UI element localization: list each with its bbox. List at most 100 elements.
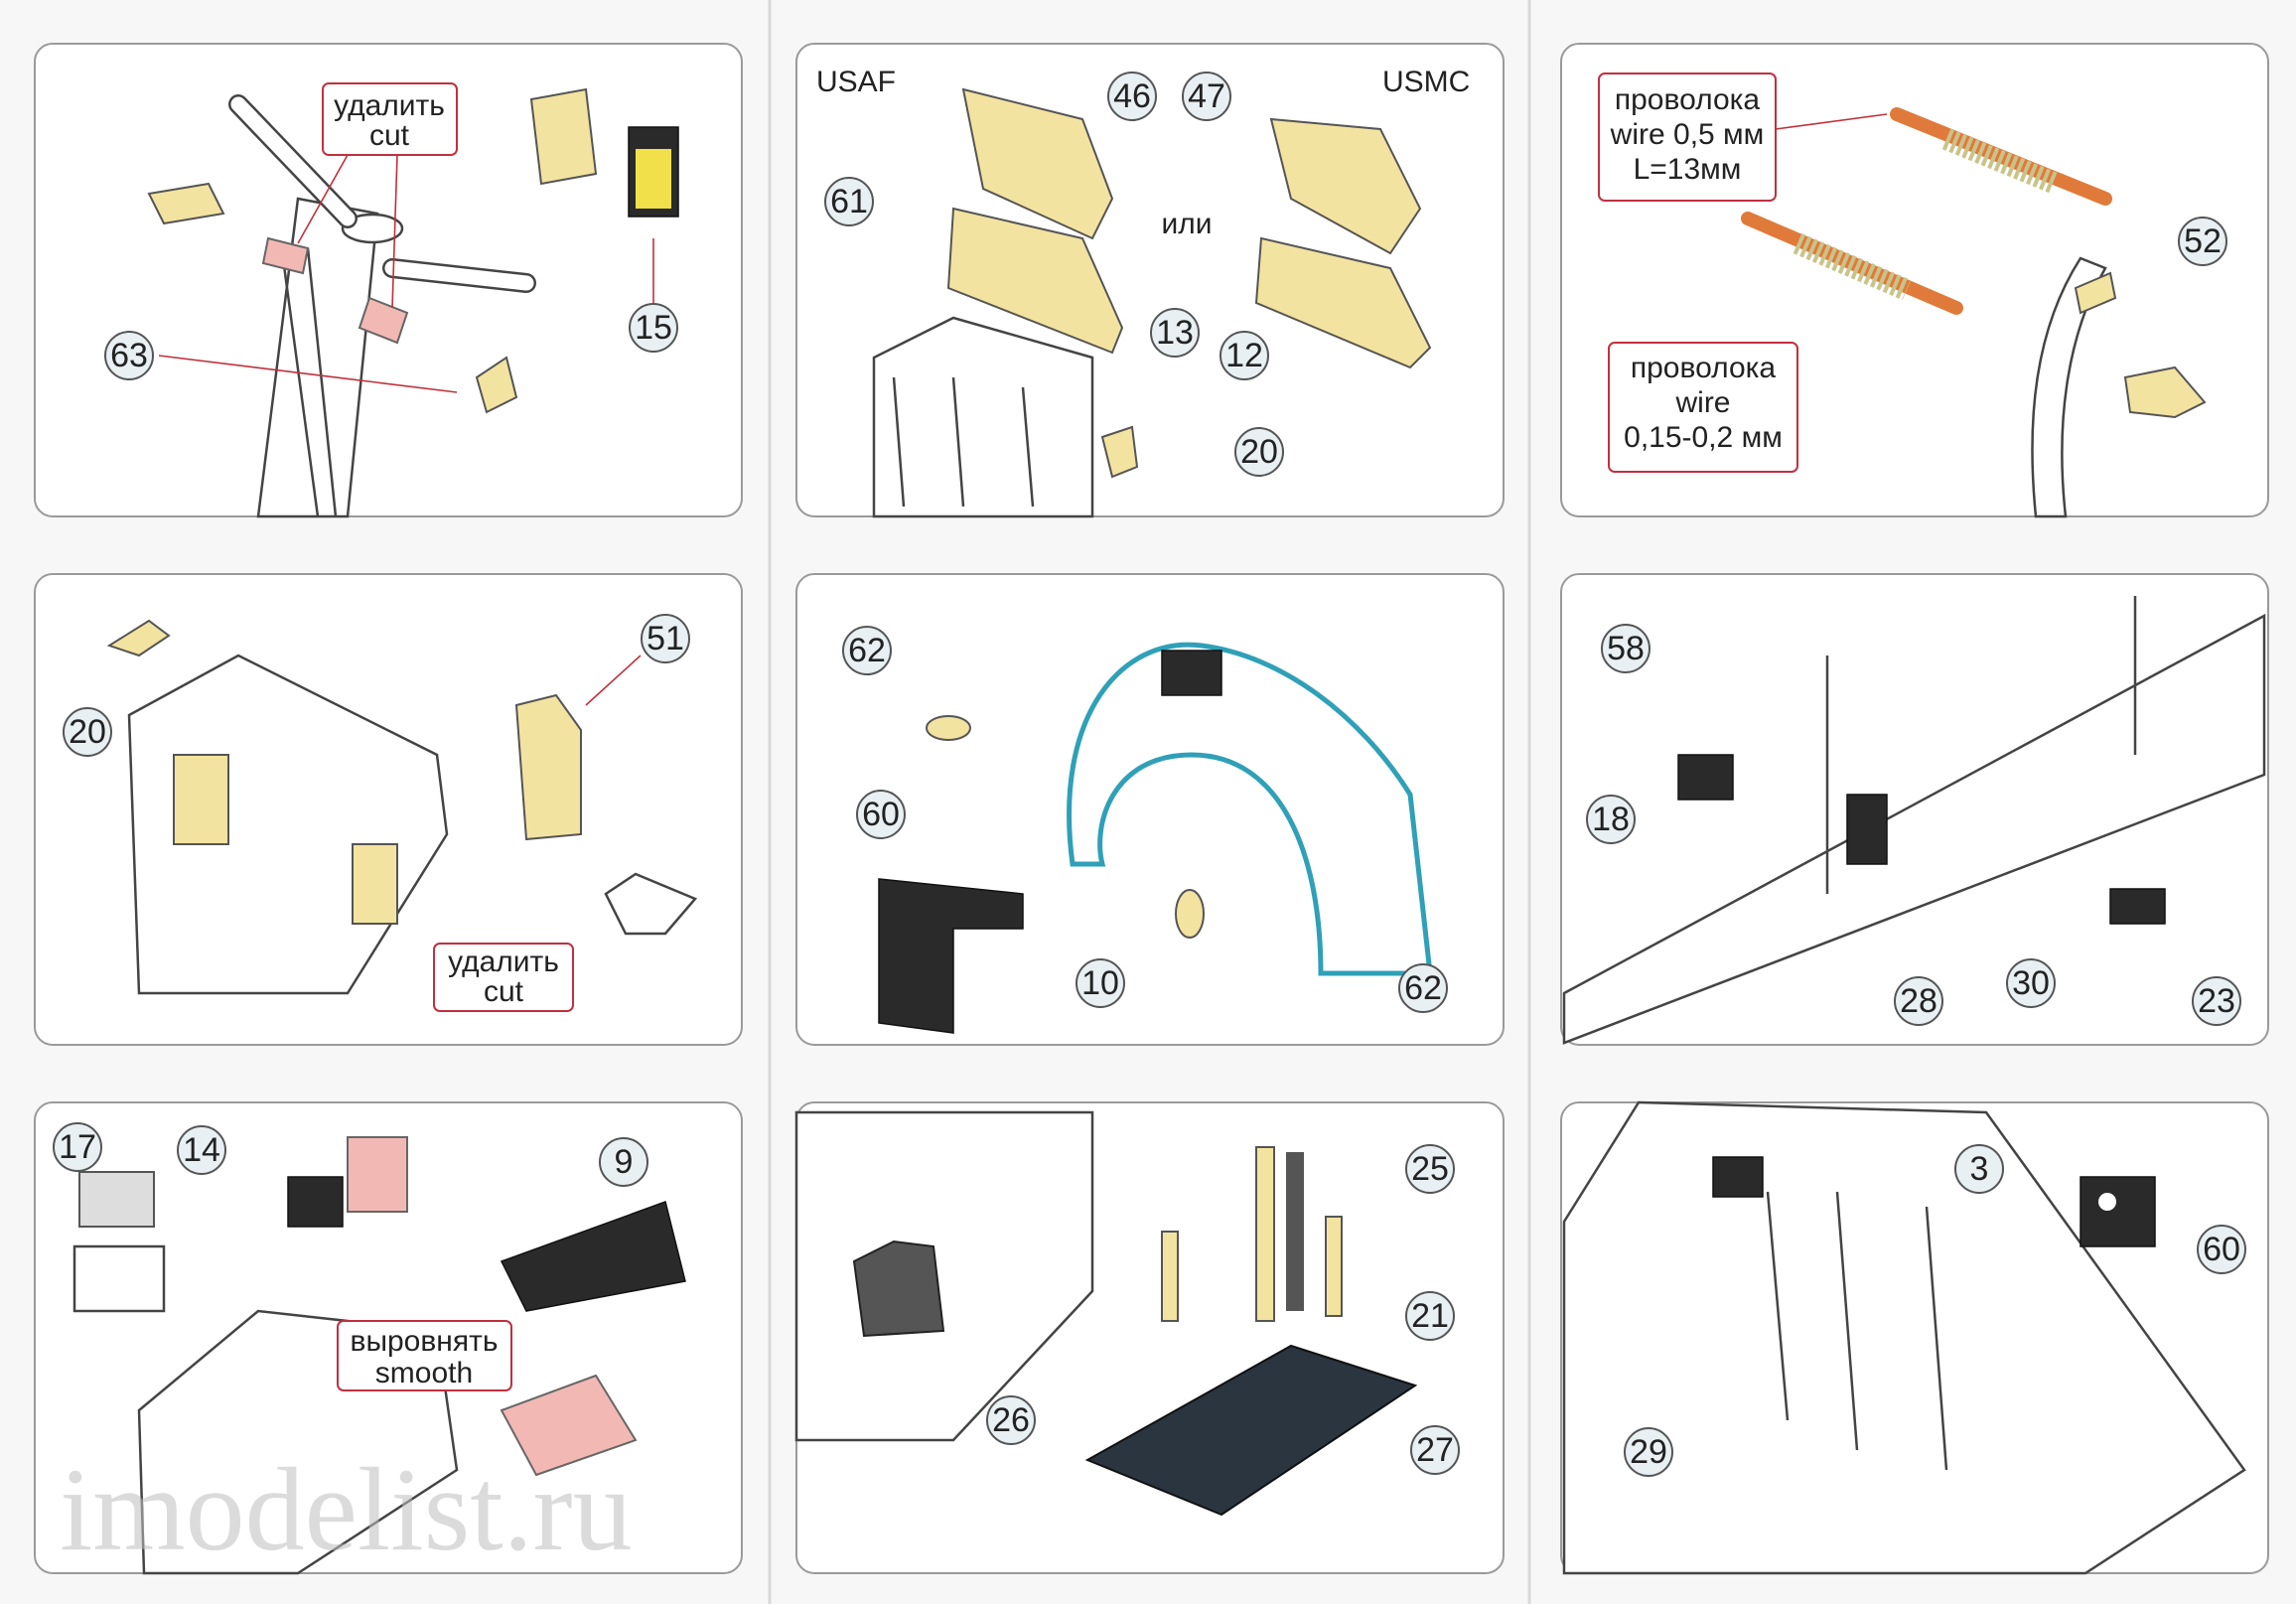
wire2-line3: 0,15-0,2 мм [1624, 421, 1783, 454]
panel-5: 62 60 10 62 [795, 573, 1505, 1046]
badge-10 [1076, 958, 1125, 1008]
part-12 [1254, 236, 1432, 369]
panel-28 [1846, 794, 1888, 865]
panel-29-decal [1712, 1156, 1764, 1198]
canopy-bow [2031, 256, 2107, 518]
num-18: 18 [1592, 801, 1630, 838]
panel-8: 25 21 26 27 [794, 1101, 1505, 1574]
lever-part [604, 872, 698, 936]
wire-coil-1 [1941, 128, 2061, 195]
panel-3: проволока wire 0,5 мм L=13мм проволока w… [1560, 43, 2269, 518]
canopy-frame [1067, 642, 1433, 976]
part-26-a [1161, 1231, 1179, 1322]
part-14 [287, 1176, 344, 1228]
badge-12 [1220, 331, 1269, 380]
part-17 [78, 1171, 155, 1228]
badge-28 [1894, 976, 1943, 1026]
watermark: imodelist.ru [60, 1443, 633, 1575]
badge-62a [842, 626, 892, 675]
part-20 [106, 619, 171, 657]
num-3: 3 [1970, 1150, 1989, 1188]
wire2-line1: проволока [1631, 352, 1777, 384]
cut-area-1 [261, 236, 310, 275]
panel-insert-1 [173, 754, 229, 845]
num-60b: 60 [2203, 1231, 2240, 1268]
num-23: 23 [2198, 982, 2235, 1020]
num-47: 47 [1188, 77, 1225, 115]
part-13 [946, 207, 1124, 355]
part-47 [1269, 117, 1422, 255]
instrument-panel-10 [878, 878, 1024, 1034]
num-28: 28 [1900, 982, 1937, 1020]
num-10: 10 [1081, 964, 1119, 1002]
num-21: 21 [1411, 1297, 1449, 1335]
badge-27 [1410, 1425, 1460, 1475]
panel-2: USAF USMC или 61 46 47 13 12 20 [795, 43, 1505, 518]
cut-area-2 [358, 296, 409, 345]
smooth-callout [337, 1320, 512, 1391]
box-unit [72, 1244, 166, 1313]
num-13: 13 [1156, 314, 1194, 352]
throttle-quadrant [852, 1239, 945, 1338]
badge-62b [1398, 963, 1448, 1013]
part-9 [500, 1201, 686, 1312]
part-27-plate [1084, 1344, 1418, 1517]
header-usaf: USAF [816, 66, 896, 98]
cut-callout-2 [433, 943, 574, 1012]
num-46: 46 [1113, 77, 1151, 115]
wire2-line2: wire [1674, 386, 1730, 419]
panel-18 [1677, 754, 1734, 801]
num-62b: 62 [1404, 969, 1442, 1007]
part-20-clip [1100, 425, 1139, 479]
panel-4: удалить cut 20 51 [34, 573, 743, 1046]
num-30: 30 [2012, 964, 2050, 1002]
part-63-a [147, 182, 225, 225]
badge-47 [1182, 72, 1231, 121]
badge-61 [824, 177, 874, 226]
badge-58 [1601, 624, 1650, 673]
num-26: 26 [992, 1401, 1030, 1439]
badge-23 [2192, 976, 2241, 1026]
panel-6: 58 18 28 30 23 [1560, 573, 2269, 1046]
num-9: 9 [615, 1143, 634, 1181]
num-61: 61 [830, 183, 868, 220]
wire1-line1: проволока [1615, 83, 1761, 116]
badge-26 [986, 1395, 1036, 1445]
num-27: 27 [1416, 1431, 1454, 1469]
badge-17 [53, 1122, 102, 1172]
part-52-small [2074, 271, 2117, 315]
num-14: 14 [183, 1131, 220, 1169]
badge-15 [629, 303, 678, 353]
badge-20b [63, 707, 112, 757]
part-46 [961, 87, 1114, 240]
console-body [872, 316, 1094, 518]
num-60: 60 [862, 796, 900, 833]
cockpit-wall [1562, 1100, 2246, 1575]
badge-30 [2006, 958, 2056, 1008]
panel-decal-top [1161, 650, 1222, 696]
num-15: 15 [635, 309, 672, 347]
wire1-line2: wire 0,5 мм [1610, 118, 1765, 151]
panel-9: 3 60 29 [1560, 1100, 2269, 1575]
badge-14 [177, 1125, 226, 1175]
header-usmc: USMC [1382, 66, 1470, 98]
cut-callout-2-en: cut [484, 975, 524, 1008]
panel-1: удалить cut 63 15 [34, 43, 743, 518]
num-62a: 62 [848, 632, 886, 669]
num-20b: 20 [69, 713, 106, 751]
panel-30 [2109, 888, 2166, 925]
num-51: 51 [646, 620, 684, 657]
cut-callout-1-ru: удалить [334, 89, 445, 122]
panel-insert-2 [352, 843, 398, 925]
num-63: 63 [110, 337, 148, 374]
badge-13 [1150, 308, 1200, 358]
num-17: 17 [59, 1128, 96, 1166]
cut-callout-1-en: cut [369, 119, 410, 152]
badge-29 [1624, 1427, 1673, 1477]
num-29: 29 [1630, 1433, 1667, 1471]
part-smooth-small [347, 1136, 408, 1213]
badge-21 [1405, 1291, 1455, 1341]
part-25-light [1255, 1146, 1275, 1322]
badge-52 [2178, 217, 2227, 266]
